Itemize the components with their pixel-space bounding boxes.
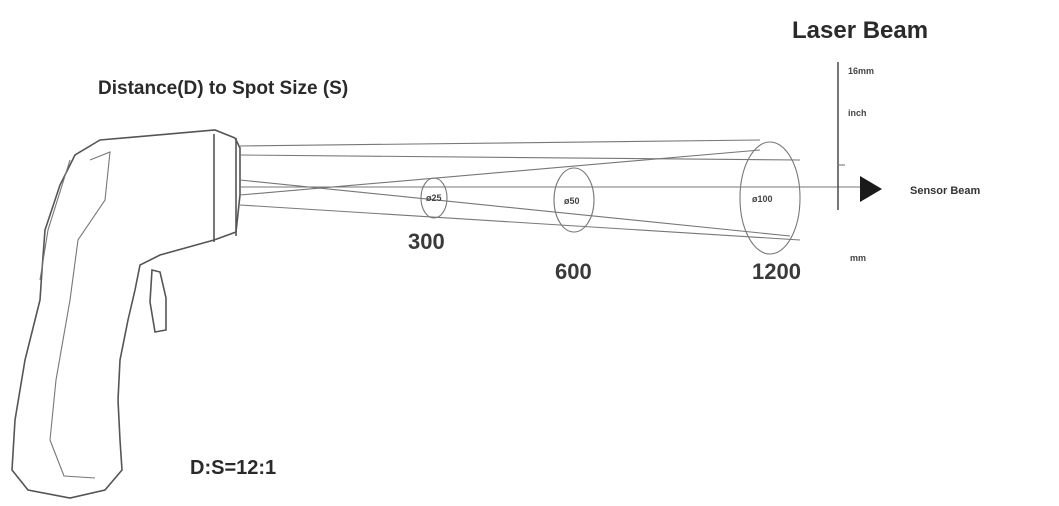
diagram-title: Distance(D) to Spot Size (S) xyxy=(98,78,348,99)
spot-1200: ø100 1200 xyxy=(739,141,801,284)
sensor-beam-cone xyxy=(239,139,860,241)
laser-beam-label: Laser Beam xyxy=(792,17,928,44)
laser-scale: 16mm inch mm xyxy=(837,62,874,263)
ruler-label: mm xyxy=(850,253,866,263)
spot-600: ø50 600 xyxy=(553,167,595,284)
distance-label: 300 xyxy=(408,229,445,254)
sensor-beam-label: Sensor Beam xyxy=(910,185,981,197)
ratio-label: D:S=12:1 xyxy=(190,457,276,479)
ir-thermometer-gun xyxy=(11,129,241,499)
arrow-right-icon xyxy=(860,176,882,202)
spot-size-label: ø25 xyxy=(426,193,442,203)
ruler-label: inch xyxy=(848,108,867,118)
spot-300: ø25 300 xyxy=(408,177,448,254)
distance-label: 1200 xyxy=(752,259,801,284)
ruler-label: 16mm xyxy=(848,66,874,76)
sensor-beam-arrow: Sensor Beam xyxy=(860,176,981,202)
spot-size-label: ø100 xyxy=(752,194,773,204)
distance-label: 600 xyxy=(555,259,592,284)
spot-size-label: ø50 xyxy=(564,196,580,206)
